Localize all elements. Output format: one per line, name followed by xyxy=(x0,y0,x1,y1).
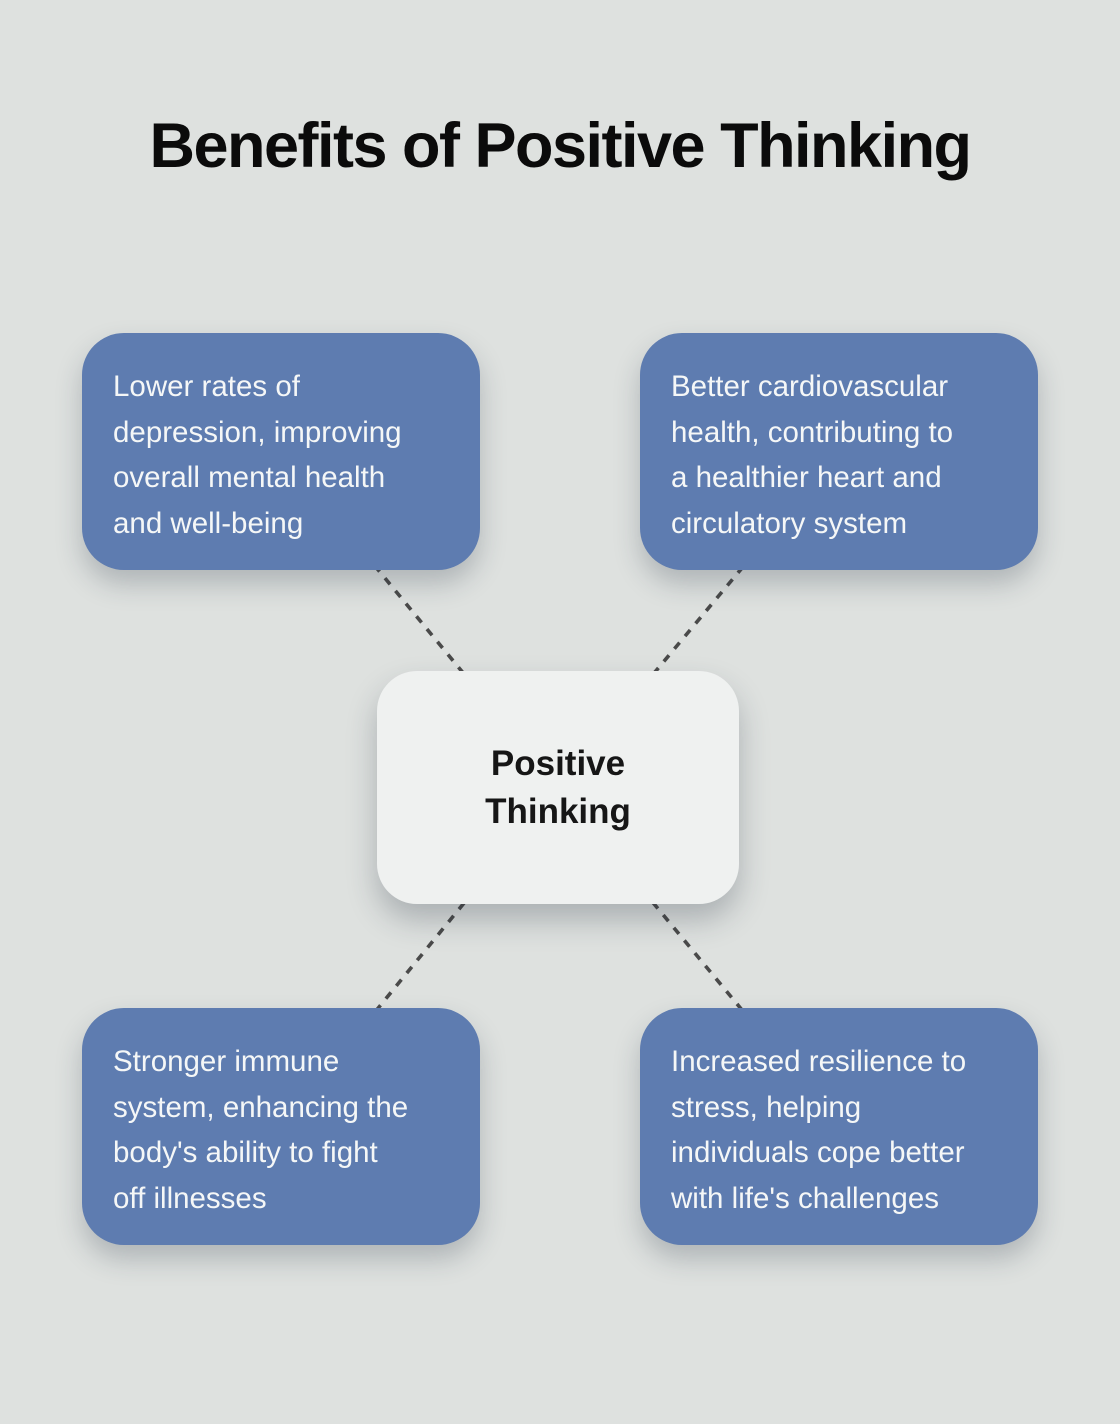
page-title: Benefits of Positive Thinking xyxy=(149,111,972,181)
node-text-line: system, enhancing the xyxy=(113,1090,409,1124)
central-node-text-line: Thinking xyxy=(485,791,631,831)
node-text-line: overall mental health xyxy=(113,461,386,494)
node-text-line: Increased resilience to xyxy=(671,1045,967,1078)
node-text-line: circulatory system xyxy=(671,506,908,540)
node-text-line: depression, improving xyxy=(113,415,402,449)
benefit-node-immune: Stronger immune system, enhancing the bo… xyxy=(82,1008,480,1245)
node-text-line: with life's challenges xyxy=(671,1181,939,1215)
benefit-node-cardiovascular: Better cardiovascular health, contributi… xyxy=(640,333,1038,570)
central-node-positive-thinking: Positive Thinking xyxy=(377,671,739,904)
node-text-line: stress, helping xyxy=(671,1090,862,1124)
node-text-line: individuals cope better xyxy=(671,1136,965,1169)
node-text-line: health, contributing to xyxy=(671,415,954,449)
central-node-text-line: Positive xyxy=(490,743,626,783)
node-text-line: Lower rates of xyxy=(113,370,300,403)
node-text-line: a healthier heart and xyxy=(671,461,942,494)
benefit-node-resilience: Increased resilience to stress, helping … xyxy=(640,1008,1038,1245)
node-text-line: Better cardiovascular xyxy=(671,370,949,403)
node-text-line: off illnesses xyxy=(113,1181,267,1215)
node-text-line: and well-being xyxy=(113,506,304,540)
benefit-node-depression: Lower rates of depression, improving ove… xyxy=(82,333,480,570)
node-text-line: body's ability to fight xyxy=(113,1136,378,1169)
node-text-line: Stronger immune xyxy=(113,1045,340,1078)
